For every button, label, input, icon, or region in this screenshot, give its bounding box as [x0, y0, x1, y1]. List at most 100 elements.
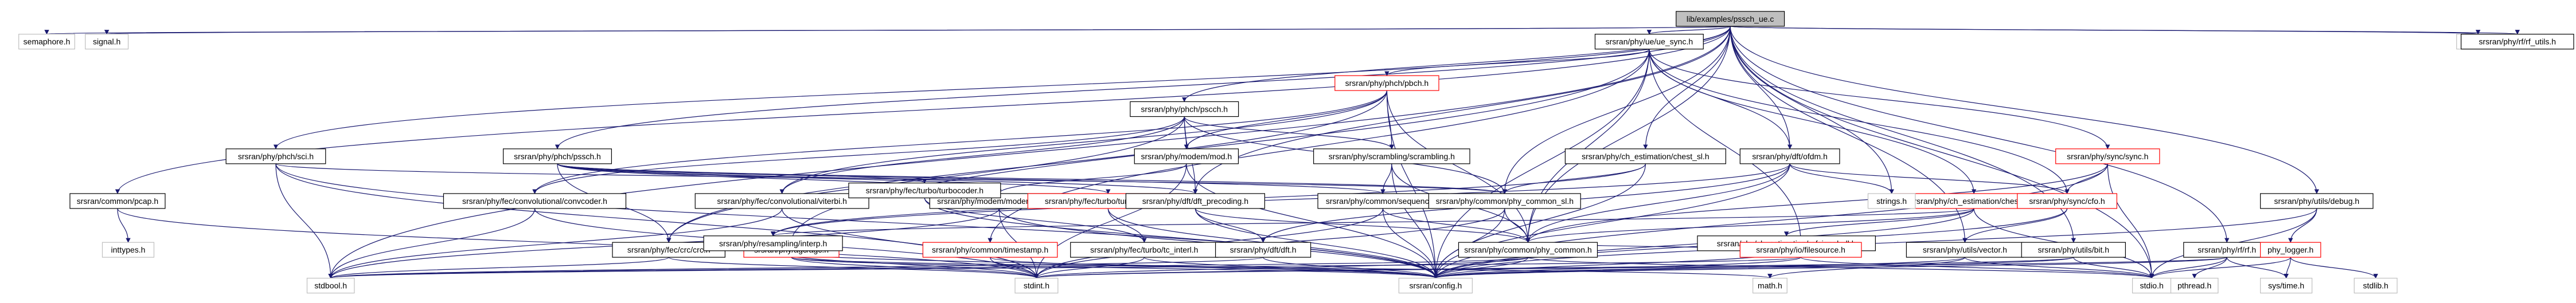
node-stdint[interactable]: stdint.h — [1014, 278, 1059, 294]
node-label: stdlib.h — [2363, 281, 2388, 290]
node-label: srsran/phy/phch/pbch.h — [1345, 78, 1429, 88]
edge-phy_common-to-config — [1433, 257, 1529, 279]
node-box — [1134, 148, 1239, 164]
edge-ue_sync-to-config — [1433, 49, 1650, 279]
node-box — [1215, 242, 1312, 258]
node-ue_sync[interactable]: srsran/phy/ue/ue_sync.h — [1594, 34, 1704, 50]
node-sync[interactable]: srsran/phy/sync/sync.h — [2055, 148, 2160, 164]
node-phy_logger[interactable]: phy_logger.h — [2260, 242, 2321, 258]
node-label: srsran/config.h — [1409, 281, 1462, 290]
edge-bit-to-config — [1433, 257, 2074, 279]
edge-modem_mod-to-stdint — [1034, 163, 1187, 279]
node-ofdm[interactable]: srsran/phy/dft/ofdm.h — [1739, 148, 1840, 164]
node-phy_common_sl[interactable]: srsran/phy/common/phy_common_sl.h — [1428, 193, 1581, 209]
node-label: srsran/phy/fec/crc/crc.h — [627, 245, 711, 254]
node-chest_sl[interactable]: srsran/phy/ch_estimation/chest_sl.h — [1564, 148, 1727, 164]
node-label: srsran/phy/dft/dft.h — [1230, 245, 1297, 254]
edge-ue_sync-to-chest_dl — [1649, 49, 1977, 194]
node-semaphore[interactable]: semaphore.h — [18, 34, 75, 50]
node-pssch[interactable]: srsran/phy/phch/pssch.h — [502, 148, 612, 164]
node-box — [18, 34, 75, 50]
node-conv_enc[interactable]: srsran/phy/fec/convolutional/convcoder.h — [443, 193, 627, 209]
edge-dft_precoding-to-phy_common — [1195, 208, 1531, 243]
node-stdbool[interactable]: stdbool.h — [306, 278, 355, 294]
node-stdlib[interactable]: stdlib.h — [2353, 278, 2398, 294]
node-label: srsran/phy/ue/ue_sync.h — [1606, 37, 1693, 46]
node-debug[interactable]: srsran/phy/utils/debug.h — [2260, 193, 2374, 209]
node-root[interactable]: lib/examples/pssch_ue.c — [1676, 11, 1785, 27]
node-viterbi[interactable]: srsran/phy/fec/convolutional/viterbi.h — [694, 193, 869, 209]
node-crc[interactable]: srsran/phy/fec/crc/crc.h — [612, 242, 725, 258]
node-box — [2132, 278, 2172, 294]
node-signal[interactable]: signal.h — [85, 34, 129, 50]
edge-vector-to-math — [1767, 257, 1965, 279]
node-label: srsran/common/pcap.h — [77, 196, 158, 206]
node-box — [1458, 242, 1598, 258]
node-scrambling[interactable]: srsran/phy/scrambling/scrambling.h — [1313, 148, 1470, 164]
node-label: pthread.h — [2177, 281, 2211, 290]
edge-chest_dl-to-resampling — [771, 208, 1974, 237]
edge-root-to-strings — [1730, 26, 1894, 194]
edge-root-to-rf_utils — [1730, 26, 2519, 35]
node-label: srsran/phy/resampling/interp.h — [719, 239, 827, 248]
node-label: srsran/phy/phch/pssch.h — [514, 152, 601, 161]
node-sci[interactable]: srsran/phy/phch/sci.h — [225, 148, 326, 164]
edge-root-to-stdbool — [328, 26, 1731, 279]
edge-ofdm-to-cfo — [1789, 163, 2070, 194]
node-modem_mod[interactable]: srsran/phy/modem/mod.h — [1134, 148, 1239, 164]
edge-phy_common_sl-to-phy_common — [1504, 208, 1531, 243]
node-label: srsran/phy/phch/sci.h — [238, 152, 314, 161]
edge-dft-to-stdbool — [329, 257, 1264, 279]
node-dft_precoding[interactable]: srsran/phy/dft/dft_precoding.h — [1125, 193, 1265, 209]
node-resampling[interactable]: srsran/phy/resampling/interp.h — [703, 235, 843, 251]
node-box — [1564, 148, 1727, 164]
node-pcap[interactable]: srsran/common/pcap.h — [69, 193, 166, 209]
node-label: sys/time.h — [2268, 281, 2304, 290]
node-cfo[interactable]: srsran/phy/sync/cfo.h — [2017, 193, 2117, 209]
node-bit[interactable]: srsran/phy/utils/bit.h — [2021, 242, 2126, 258]
edge-vector-to-config — [1433, 257, 1965, 279]
node-label: phy_logger.h — [2267, 245, 2313, 254]
node-strings[interactable]: strings.h — [1867, 193, 1916, 209]
node-label: math.h — [1758, 281, 1782, 290]
edge-pscch-to-scrambling — [1184, 116, 1394, 149]
node-label: srsran/phy/ch_estimation/chest_sl.h — [1582, 152, 1709, 161]
edge-ue_sync-to-phy_common — [1525, 49, 1650, 243]
node-stdio[interactable]: stdio.h — [2132, 278, 2172, 294]
node-systime[interactable]: sys/time.h — [2260, 278, 2313, 294]
node-filesource[interactable]: srsran/phy/io/filesource.h — [1739, 242, 1862, 258]
edge-ofdm-to-strings — [1789, 163, 1894, 194]
node-inttypes[interactable]: inttypes.h — [102, 242, 155, 258]
node-timestamp[interactable]: srsran/phy/common/timestamp.h — [922, 242, 1058, 258]
node-phy_common[interactable]: srsran/phy/common/phy_common.h — [1458, 242, 1598, 258]
node-rf[interactable]: srsran/phy/rf/rf.h — [2183, 242, 2271, 258]
node-pbch[interactable]: srsran/phy/phch/pbch.h — [1334, 75, 1439, 91]
node-sequence[interactable]: srsran/phy/common/sequence.h — [1317, 193, 1449, 209]
node-turbocoder[interactable]: srsran/phy/fec/turbo/turbocoder.h — [848, 182, 1001, 199]
node-tc_intl[interactable]: srsran/phy/fec/turbo/tc_interl.h — [1070, 242, 1219, 258]
edge-filesource-to-stdbool — [329, 257, 1801, 279]
node-box — [1313, 148, 1470, 164]
node-box — [1014, 278, 1059, 294]
node-label: srsran/phy/common/phy_common.h — [1464, 245, 1592, 254]
edge-pbch-to-config — [1386, 90, 1438, 279]
edge-pbch-to-crc — [666, 90, 1388, 243]
node-dft[interactable]: srsran/phy/dft/dft.h — [1215, 242, 1312, 258]
node-label: srsran/phy/phch/pscch.h — [1141, 105, 1228, 114]
edge-sequence-to-config — [1382, 208, 1438, 279]
edge-root-to-ofdm — [1730, 26, 1793, 149]
node-pscch[interactable]: srsran/phy/phch/pscch.h — [1130, 101, 1239, 117]
node-box — [703, 235, 843, 251]
node-math[interactable]: math.h — [1753, 278, 1787, 294]
node-pthread[interactable]: pthread.h — [2170, 278, 2219, 294]
node-box — [2170, 278, 2219, 294]
node-box — [2461, 34, 2574, 50]
node-box — [443, 193, 627, 209]
node-box — [2260, 193, 2374, 209]
edge-ue_sync-to-cfo — [1649, 49, 2070, 194]
node-rf_utils[interactable]: srsran/phy/rf/rf_utils.h — [2461, 34, 2574, 50]
node-config[interactable]: srsran/config.h — [1398, 278, 1473, 294]
node-vector[interactable]: srsran/phy/utils/vector.h — [1906, 242, 2024, 258]
edge-ofdm-to-phy_common — [1525, 163, 1790, 243]
